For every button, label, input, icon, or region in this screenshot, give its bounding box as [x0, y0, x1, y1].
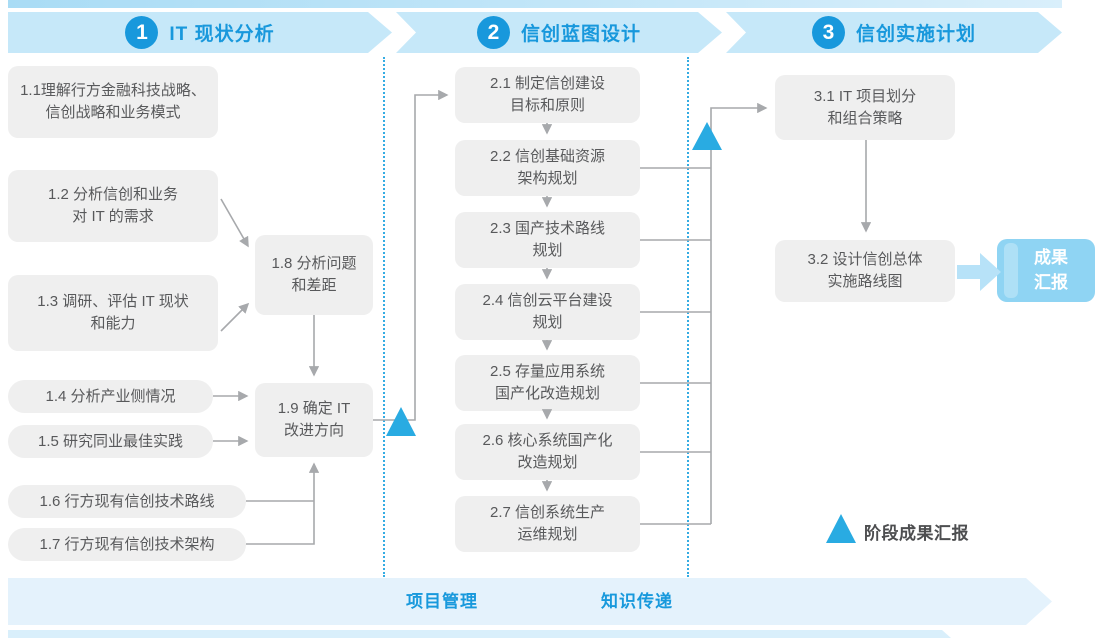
- box-2-3: 2.3 国产技术路线 规划: [455, 212, 640, 268]
- text-line: 1.7 行方现有信创技术架构: [39, 535, 215, 553]
- arrow-1-3-to-1-8: [220, 302, 250, 332]
- phase-1-title: IT 现状分析: [169, 24, 275, 45]
- text-line: 汇报: [1034, 272, 1068, 292]
- phase-1-badge: 1: [125, 16, 158, 49]
- text-line: 和能力: [90, 315, 136, 332]
- box-2-1: 2.1 制定信创建设 目标和原则: [455, 67, 640, 123]
- text-line: 改造规划: [517, 454, 578, 471]
- text-line: 2.7 信创系统生产: [489, 504, 606, 522]
- bottom-edge-strip: [8, 630, 951, 638]
- text-line: 2.6 核心系统国产化: [482, 432, 613, 450]
- text-line: 1.1理解行方金融科技战略、: [20, 82, 206, 100]
- text-line: 对 IT 的需求: [72, 208, 154, 225]
- box-1-4: 1.4 分析产业侧情况: [8, 380, 213, 413]
- legend-milestone-label: 阶段成果汇报: [864, 524, 969, 543]
- arrow-1-2-to-1-8: [220, 198, 249, 248]
- text-line: 2.2 信创基础资源: [489, 148, 606, 166]
- text-line: 1.4 分析产业侧情况: [45, 387, 176, 405]
- text-line: 和差距: [291, 277, 337, 294]
- box-2-7: 2.7 信创系统生产 运维规划: [455, 496, 640, 552]
- milestone-triangle-phase1: [386, 407, 416, 436]
- box-2-6: 2.6 核心系统国产化 改造规划: [455, 424, 640, 480]
- box-1-5: 1.5 研究同业最佳实践: [8, 425, 213, 458]
- milestone-triangle-phase2: [692, 122, 722, 150]
- text-line: 1.2 分析信创和业务: [47, 186, 179, 204]
- top-edge-strip: [8, 0, 1062, 8]
- text-line: 规划: [532, 314, 563, 331]
- box-2-4: 2.4 信创云平台建设 规划: [455, 284, 640, 340]
- box-1-1: 1.1理解行方金融科技战略、 信创战略和业务模式: [8, 66, 218, 138]
- text-line: 1.6 行方现有信创技术路线: [39, 492, 215, 510]
- text-line: 2.1 制定信创建设: [489, 75, 606, 93]
- text-line: 2.4 信创云平台建设: [482, 292, 613, 310]
- text-line: 国产化改造规划: [494, 385, 600, 402]
- footer-label-project-management: 项目管理: [406, 592, 478, 611]
- text-line: 架构规划: [517, 170, 578, 187]
- phase-2-title: 信创蓝图设计: [520, 24, 641, 45]
- phase-separator-1: [383, 57, 385, 577]
- text-line: 1.9 确定 IT: [277, 400, 351, 418]
- text-line: 信创战略和业务模式: [45, 104, 181, 121]
- text-line: 2.5 存量应用系统: [489, 363, 606, 381]
- text-line: 3.2 设计信创总体: [807, 251, 923, 269]
- text-line: 1.8 分析问题: [271, 255, 357, 273]
- phase-banner-2: 2 信创蓝图设计: [396, 12, 722, 53]
- box-1-8: 1.8 分析问题 和差距: [255, 235, 373, 315]
- result-report-box: 成果 汇报: [997, 239, 1095, 302]
- text-line: 改进方向: [283, 422, 344, 439]
- legend-triangle-icon: [826, 514, 856, 543]
- text-line: 2.3 国产技术路线: [489, 220, 606, 238]
- text-line: 运维规划: [517, 526, 578, 543]
- arrow-collector-to-3-1: [710, 102, 768, 524]
- box-2-2: 2.2 信创基础资源 架构规划: [455, 140, 640, 196]
- text-line: 和组合策略: [827, 109, 903, 127]
- box-3-2: 3.2 设计信创总体 实施路线图: [775, 240, 955, 302]
- arrow-1-7-to-1-9: [246, 462, 320, 545]
- text-line: 1.5 研究同业最佳实践: [37, 432, 184, 450]
- box-1-6: 1.6 行方现有信创技术路线: [8, 485, 246, 518]
- result-arrow: [957, 253, 1001, 291]
- phase-banner-3: 3 信创实施计划: [726, 12, 1062, 53]
- phase-2-badge: 2: [477, 16, 510, 49]
- box-1-3: 1.3 调研、评估 IT 现状 和能力: [8, 275, 218, 351]
- phase-banner-1: 1 IT 现状分析: [8, 12, 392, 53]
- box-3-1: 3.1 IT 项目划分 和组合策略: [775, 75, 955, 140]
- phase-separator-2: [687, 57, 689, 577]
- phase-3-badge: 3: [812, 16, 845, 49]
- box-2-5: 2.5 存量应用系统 国产化改造规划: [455, 355, 640, 411]
- text-line: 规划: [532, 242, 563, 259]
- text-line: 成果: [1034, 247, 1068, 267]
- text-line: 1.3 调研、评估 IT 现状: [37, 293, 189, 311]
- phase-3-title: 信创实施计划: [855, 24, 976, 45]
- footer-banner: [8, 578, 1052, 625]
- box-1-9: 1.9 确定 IT 改进方向: [255, 383, 373, 457]
- box-1-2: 1.2 分析信创和业务 对 IT 的需求: [8, 170, 218, 242]
- text-line: 目标和原则: [509, 97, 585, 114]
- box-1-7: 1.7 行方现有信创技术架构: [8, 528, 246, 561]
- footer-label-knowledge-transfer: 知识传递: [601, 592, 673, 611]
- text-line: 实施路线图: [827, 273, 903, 290]
- text-line: 3.1 IT 项目划分: [813, 87, 917, 105]
